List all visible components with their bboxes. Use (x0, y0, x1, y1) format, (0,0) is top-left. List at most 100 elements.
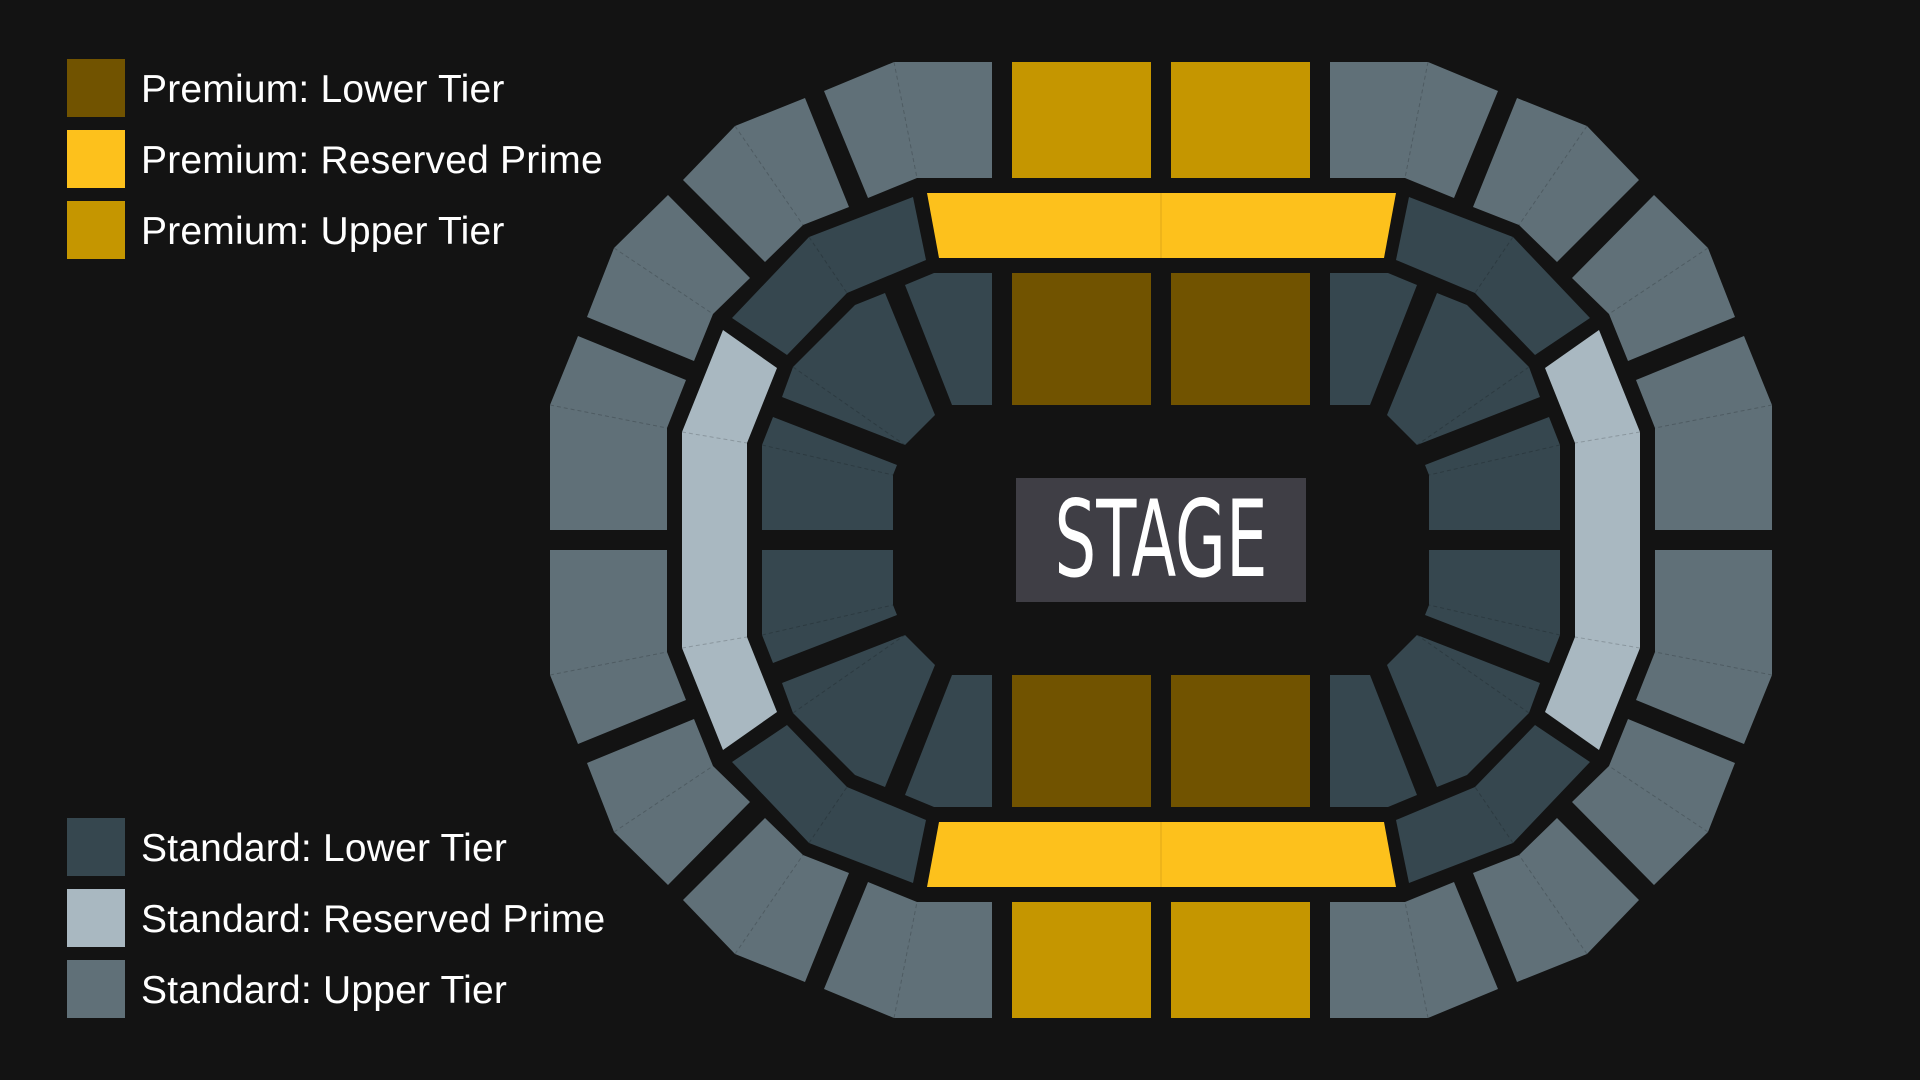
legend-item-premium-upper: Premium: Upper Tier (67, 201, 504, 259)
stage: STAGE (1016, 477, 1306, 602)
section-standard-upper[interactable] (1636, 336, 1772, 530)
legend-item-standard-lower: Standard: Lower Tier (67, 818, 507, 876)
subdivision-line (761, 604, 894, 636)
section-standard-reserved-right[interactable] (1545, 330, 1640, 750)
section-standard-upper[interactable] (1572, 195, 1735, 361)
section-standard-upper[interactable] (587, 195, 750, 361)
subdivision-line (1654, 651, 1773, 676)
section-standard-lower[interactable] (732, 197, 926, 355)
section-standard-upper[interactable] (683, 98, 849, 262)
subdivision-line (792, 366, 906, 446)
section-standard-upper[interactable] (1330, 882, 1498, 1018)
legend-swatch (67, 59, 125, 117)
legend-item-standard-upper: Standard: Upper Tier (67, 960, 507, 1018)
subdivision-line (681, 636, 748, 649)
legend-swatch (67, 960, 125, 1018)
section-standard-lower[interactable] (732, 725, 926, 883)
subdivision-line (734, 125, 804, 226)
subdivision-line (1404, 61, 1429, 179)
subdivision-line (734, 854, 804, 955)
subdivision-line (1428, 444, 1561, 476)
section-premium-reserved-bottom-left[interactable] (927, 822, 1161, 887)
reserved-right-group (1545, 330, 1641, 750)
stage-label: STAGE (1054, 477, 1267, 601)
legend-swatch (67, 818, 125, 876)
section-standard-lower[interactable] (905, 273, 992, 405)
section-premium-lower-top-right[interactable] (1171, 273, 1310, 405)
section-standard-lower[interactable] (905, 675, 992, 807)
section-standard-upper[interactable] (1473, 98, 1639, 262)
section-standard-lower[interactable] (1330, 273, 1417, 405)
section-standard-lower[interactable] (762, 550, 897, 663)
subdivision-line (792, 634, 906, 714)
section-standard-upper[interactable] (587, 719, 750, 885)
arena: STAGE (549, 61, 1773, 1019)
legend-label: Standard: Reserved Prime (141, 898, 605, 941)
section-standard-upper[interactable] (1572, 719, 1735, 885)
legend-item-standard-reserved: Standard: Reserved Prime (67, 889, 605, 947)
quadrant-bottom-right (1330, 550, 1773, 1019)
section-standard-lower[interactable] (1425, 417, 1560, 530)
legend-label: Standard: Upper Tier (141, 969, 507, 1012)
subdivision-line (1518, 854, 1588, 955)
legend-label: Standard: Lower Tier (141, 827, 507, 870)
subdivision-line (808, 236, 848, 294)
legend-item-premium-reserved: Premium: Reserved Prime (67, 130, 603, 188)
section-standard-lower[interactable] (1396, 197, 1590, 355)
section-standard-upper[interactable] (1330, 62, 1498, 198)
legend-swatch (67, 889, 125, 947)
section-standard-upper[interactable] (683, 818, 849, 982)
subdivision-line (1608, 765, 1709, 833)
section-standard-upper[interactable] (824, 62, 992, 198)
section-premium-reserved-top-right[interactable] (1161, 193, 1396, 258)
subdivision-line (808, 786, 848, 844)
subdivision-line (1574, 431, 1641, 444)
section-standard-upper[interactable] (1636, 550, 1772, 744)
legend-standard: Standard: Lower Tier Standard: Reserved … (67, 818, 605, 1018)
section-standard-lower[interactable] (1425, 550, 1560, 663)
section-standard-upper[interactable] (550, 550, 686, 744)
section-standard-lower[interactable] (1396, 725, 1590, 883)
section-standard-upper[interactable] (824, 882, 992, 1018)
quadrant-top-left (549, 61, 992, 530)
legend-label: Premium: Reserved Prime (141, 139, 603, 182)
section-standard-upper[interactable] (1473, 818, 1639, 982)
section-standard-lower[interactable] (782, 293, 935, 445)
section-premium-reserved-top-left[interactable] (927, 193, 1161, 258)
legend-premium: Premium: Lower Tier Premium: Reserved Pr… (67, 59, 603, 259)
section-premium-upper-top-left[interactable] (1012, 62, 1151, 178)
section-standard-lower[interactable] (1330, 675, 1417, 807)
section-premium-upper-bottom-left[interactable] (1012, 902, 1151, 1018)
section-premium-lower-bottom-left[interactable] (1012, 675, 1151, 807)
section-standard-upper[interactable] (550, 336, 686, 530)
legend-label: Premium: Lower Tier (141, 68, 505, 111)
subdivision-line (1518, 125, 1588, 226)
subdivision-line (893, 901, 918, 1019)
section-standard-lower[interactable] (782, 635, 935, 787)
section-premium-upper-top-right[interactable] (1171, 62, 1310, 178)
section-standard-reserved-left[interactable] (682, 330, 777, 750)
legend-item-premium-lower: Premium: Lower Tier (67, 59, 505, 117)
subdivision-line (1428, 604, 1561, 636)
subdivision-line (1474, 236, 1514, 294)
subdivision-line (1574, 636, 1641, 649)
quadrant-bottom-left (549, 550, 992, 1019)
subdivision-line (761, 444, 894, 476)
section-premium-lower-top-left[interactable] (1012, 273, 1151, 405)
subdivision-line (1474, 786, 1514, 844)
section-standard-lower[interactable] (1387, 293, 1540, 445)
section-standard-lower[interactable] (1387, 635, 1540, 787)
subdivision-line (1416, 634, 1530, 714)
section-premium-reserved-bottom-right[interactable] (1161, 822, 1396, 887)
section-premium-lower-bottom-right[interactable] (1171, 675, 1310, 807)
subdivision-line (1416, 366, 1530, 446)
subdivision-line (613, 247, 714, 315)
subdivision-line (681, 431, 748, 444)
subdivision-line (893, 61, 918, 179)
subdivision-line (1608, 247, 1709, 315)
section-premium-upper-bottom-right[interactable] (1171, 902, 1310, 1018)
subdivision-line (549, 651, 668, 676)
quadrant-top-right (1330, 61, 1773, 530)
legend-swatch (67, 201, 125, 259)
section-standard-lower[interactable] (762, 417, 897, 530)
